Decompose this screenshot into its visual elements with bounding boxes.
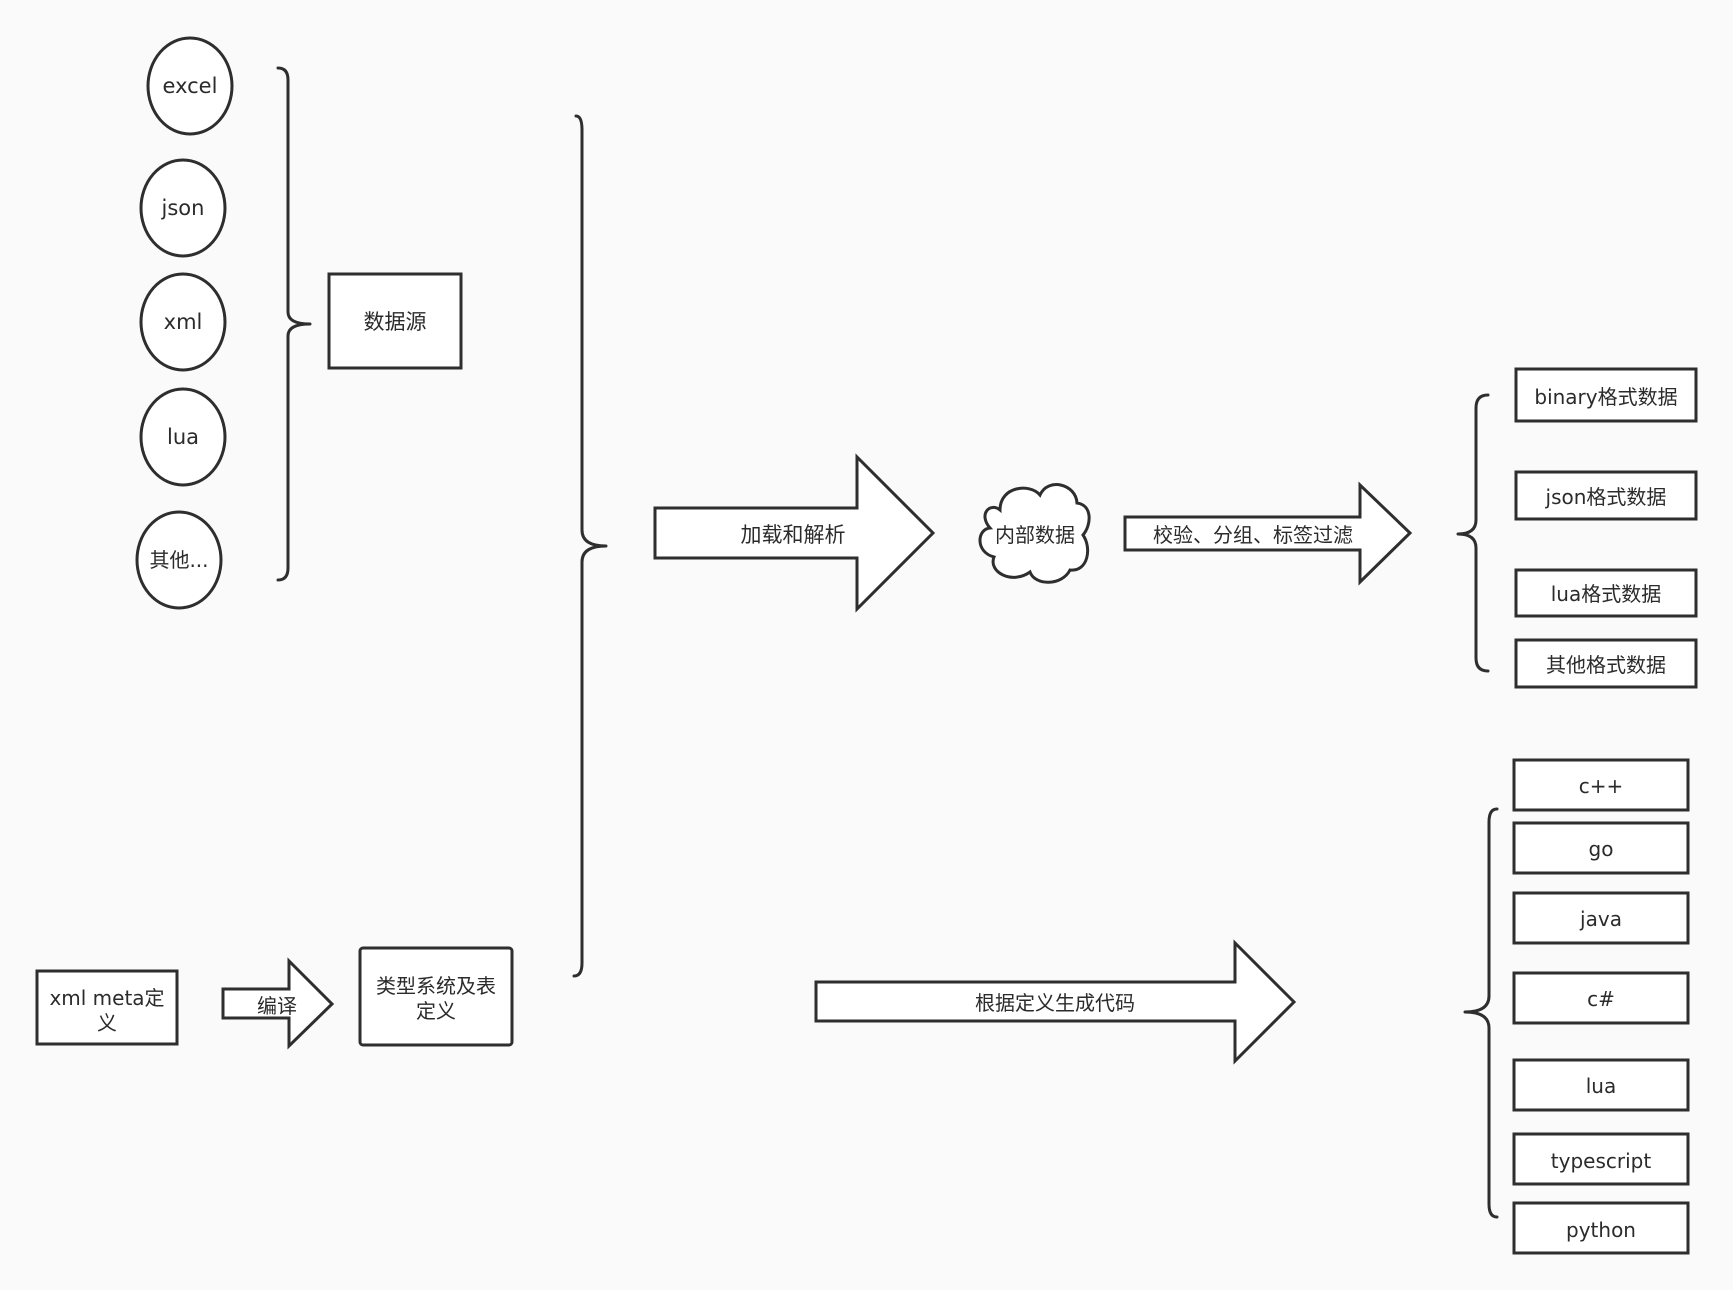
output-json[interactable]: json格式数据	[1514, 470, 1698, 521]
lang-python[interactable]: python	[1512, 1201, 1690, 1255]
compile-arrow: 编译	[221, 957, 335, 1050]
source-xml-label: xml	[164, 310, 203, 334]
lang-go-label: go	[1589, 837, 1614, 861]
lang-go[interactable]: go	[1512, 821, 1690, 875]
load-parse-arrow: 加载和解析	[653, 453, 936, 613]
source-json[interactable]: json	[139, 158, 227, 258]
source-lua-label: lua	[167, 425, 199, 449]
source-excel-label: excel	[163, 74, 218, 98]
output-brace	[1456, 393, 1490, 673]
output-other-label: 其他格式数据	[1546, 653, 1666, 677]
languages-brace	[1463, 807, 1499, 1219]
filter-arrow-label: 校验、分组、标签过滤	[1153, 523, 1353, 547]
xml-meta-box[interactable]: xml meta定 义	[35, 969, 179, 1046]
output-lua-label: lua格式数据	[1551, 582, 1662, 606]
lang-java-label: java	[1579, 907, 1622, 931]
main-brace	[572, 114, 608, 978]
lang-cpp-label: c++	[1579, 774, 1624, 798]
xml-meta-label-line2: 义	[97, 1011, 117, 1035]
lang-csharp-label: c#	[1587, 987, 1615, 1011]
codegen-label: 根据定义生成代码	[975, 991, 1135, 1015]
lang-python-label: python	[1566, 1218, 1636, 1242]
load-parse-label: 加载和解析	[741, 523, 846, 547]
lang-csharp[interactable]: c#	[1512, 971, 1690, 1025]
sources-brace	[276, 66, 312, 582]
source-json-label: json	[161, 196, 205, 220]
type-system-label-line2: 定义	[416, 999, 456, 1023]
source-other[interactable]: 其他...	[135, 510, 223, 610]
data-source-label: 数据源	[364, 310, 427, 334]
type-system-label-line1: 类型系统及表	[376, 974, 496, 998]
internal-data-label: 内部数据	[995, 523, 1075, 547]
output-other[interactable]: 其他格式数据	[1514, 638, 1698, 689]
lang-typescript[interactable]: typescript	[1512, 1132, 1690, 1186]
source-xml[interactable]: xml	[139, 272, 227, 372]
source-other-label: 其他...	[149, 548, 208, 572]
compile-label: 编译	[257, 994, 297, 1018]
output-binary-label: binary格式数据	[1534, 385, 1677, 409]
lang-typescript-label: typescript	[1551, 1149, 1652, 1173]
internal-data-cloud[interactable]: 内部数据	[978, 483, 1091, 584]
lang-lua-label: lua	[1586, 1074, 1617, 1098]
source-lua[interactable]: lua	[139, 387, 227, 487]
output-json-label: json格式数据	[1545, 485, 1667, 509]
type-system-box[interactable]: 类型系统及表 定义	[358, 946, 514, 1047]
source-excel[interactable]: excel	[146, 36, 234, 136]
data-source-box[interactable]: 数据源	[327, 272, 463, 370]
output-binary[interactable]: binary格式数据	[1514, 367, 1698, 423]
lang-java[interactable]: java	[1512, 891, 1690, 945]
lang-cpp[interactable]: c++	[1512, 758, 1690, 812]
xml-meta-label-line1: xml meta定	[49, 986, 164, 1010]
lang-lua[interactable]: lua	[1512, 1058, 1690, 1112]
codegen-arrow: 根据定义生成代码	[814, 939, 1297, 1065]
output-lua[interactable]: lua格式数据	[1514, 568, 1698, 618]
filter-arrow: 校验、分组、标签过滤	[1123, 481, 1413, 586]
